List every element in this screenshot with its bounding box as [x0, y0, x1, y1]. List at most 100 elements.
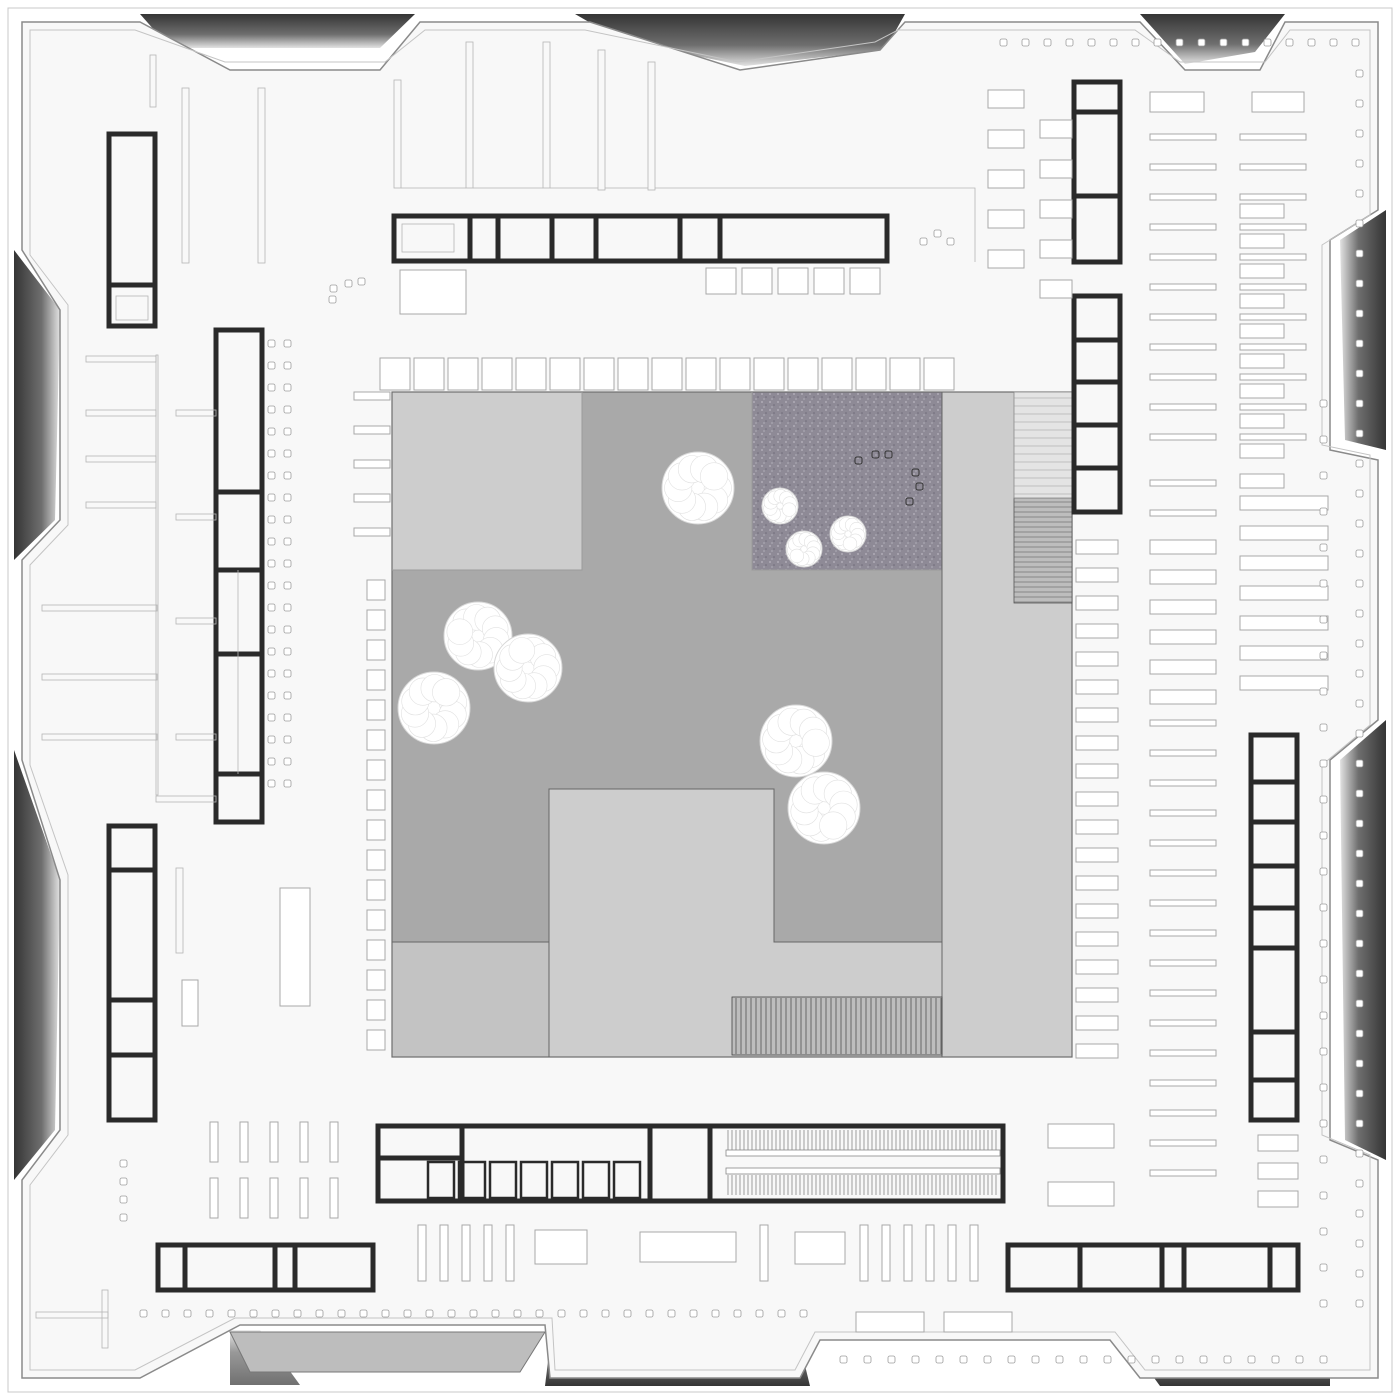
desk: [969, 1224, 979, 1282]
desk: [366, 669, 386, 691]
desk: [366, 759, 386, 781]
desk: [1239, 675, 1329, 691]
desk: [1239, 383, 1285, 399]
chair: [1355, 99, 1364, 108]
desk: [269, 1121, 279, 1163]
desk: [1075, 791, 1119, 807]
desk: [1149, 133, 1217, 141]
desk: [1149, 91, 1205, 113]
northwest-core: [106, 131, 158, 329]
chair: [1319, 1263, 1328, 1272]
courtyard-terrace-nw: [392, 392, 582, 570]
desk: [1257, 1162, 1299, 1180]
chair: [1355, 459, 1364, 468]
desk: [639, 1231, 737, 1263]
chair: [267, 493, 276, 502]
east-core: [1071, 293, 1123, 515]
desk: [366, 879, 386, 901]
chair: [267, 383, 276, 392]
chair: [1319, 399, 1328, 408]
chair: [1319, 471, 1328, 480]
desk: [1239, 495, 1329, 511]
desk: [439, 1224, 449, 1282]
desk: [705, 267, 737, 295]
chair: [1241, 38, 1250, 47]
chair: [329, 284, 338, 293]
lift-shaft: [581, 1160, 611, 1200]
desk: [461, 1224, 471, 1282]
chair: [1319, 723, 1328, 732]
chair: [1319, 939, 1328, 948]
chair: [919, 237, 928, 246]
chair: [1175, 1355, 1184, 1364]
chair: [933, 229, 942, 238]
lift-shaft: [457, 1160, 487, 1200]
chair: [283, 493, 292, 502]
chair: [1351, 38, 1360, 47]
desk: [1149, 839, 1217, 847]
chair: [283, 647, 292, 656]
desk: [366, 819, 386, 841]
chair: [357, 277, 366, 286]
desk: [1149, 869, 1217, 877]
chair: [283, 625, 292, 634]
desk: [1239, 343, 1307, 351]
chair: [1319, 579, 1328, 588]
chair: [1043, 38, 1052, 47]
desk: [849, 267, 881, 295]
chair: [1319, 615, 1328, 624]
chair: [1319, 1047, 1328, 1056]
chair: [283, 779, 292, 788]
desk: [1149, 373, 1217, 381]
chair: [1223, 1355, 1232, 1364]
desk: [787, 357, 819, 391]
desk: [753, 357, 785, 391]
chair: [1307, 38, 1316, 47]
desk: [1075, 763, 1119, 779]
desk: [1239, 645, 1329, 661]
desk: [1075, 595, 1119, 611]
desk: [855, 1311, 925, 1333]
desk: [1075, 735, 1119, 751]
chair: [161, 1309, 170, 1318]
chair: [689, 1309, 698, 1318]
desk: [1239, 525, 1329, 541]
desk: [1075, 819, 1119, 835]
desk: [943, 1311, 1013, 1333]
desk: [1149, 1109, 1217, 1117]
chair: [863, 1355, 872, 1364]
desk: [366, 909, 386, 931]
desk: [1075, 679, 1119, 695]
chair: [1131, 38, 1140, 47]
desk: [947, 1224, 957, 1282]
chair: [328, 295, 337, 304]
desk: [353, 459, 391, 469]
chair: [1355, 159, 1364, 168]
chair: [267, 669, 276, 678]
desk: [366, 609, 386, 631]
chair: [1319, 1119, 1328, 1128]
chair: [733, 1309, 742, 1318]
desk: [855, 357, 887, 391]
desk: [1075, 903, 1119, 919]
chair: [283, 405, 292, 414]
chair: [1355, 789, 1364, 798]
west-core: [213, 327, 265, 825]
desk: [1149, 253, 1217, 261]
desk: [1039, 279, 1073, 299]
desk: [1149, 689, 1217, 705]
chair: [267, 537, 276, 546]
desk: [1075, 651, 1119, 667]
chair: [1103, 1355, 1112, 1364]
chair: [267, 603, 276, 612]
chair: [557, 1309, 566, 1318]
desk: [366, 639, 386, 661]
chair: [1355, 1149, 1364, 1158]
desk: [1239, 323, 1285, 339]
desk: [889, 357, 921, 391]
chair: [1319, 507, 1328, 516]
chair: [1355, 129, 1364, 138]
desk: [617, 357, 649, 391]
chair: [1319, 831, 1328, 840]
seat: [871, 450, 880, 459]
